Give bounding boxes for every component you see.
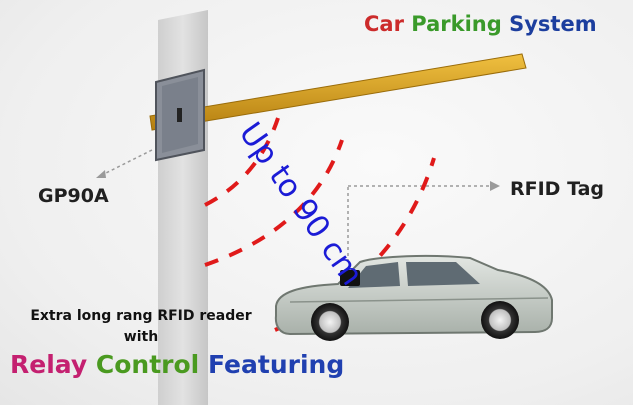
rfid-reader-device <box>155 68 205 162</box>
rfid-tag-label: RFID Tag <box>510 178 604 200</box>
feature-caption: Relay Control Featuring <box>10 350 344 379</box>
description-line-1: Extra long rang RFID reader <box>30 308 252 324</box>
diagram-title: Car Parking System <box>364 12 597 36</box>
title-word-car: Car <box>364 12 404 36</box>
description-line-2: with <box>123 329 159 345</box>
car <box>274 254 553 341</box>
reader-model-label: GP90A <box>38 185 109 207</box>
feature-word-featuring: Featuring <box>207 350 345 379</box>
feature-word-relay: Relay <box>10 350 88 379</box>
rf-wave-2 <box>204 139 344 267</box>
title-word-parking: Parking <box>411 12 502 36</box>
rfid-tag-on-windshield <box>340 270 360 286</box>
barrier-arm <box>149 53 527 131</box>
reader-pointer-arrowhead <box>96 170 106 178</box>
feature-word-control: Control <box>95 350 200 379</box>
title-word-system: System <box>509 12 597 36</box>
reader-pointer-line <box>99 149 153 177</box>
reader-description: Extra long rang RFID reader with <box>12 306 270 348</box>
tag-pointer-arrowhead <box>490 181 500 191</box>
rf-wave-1 <box>204 117 280 207</box>
